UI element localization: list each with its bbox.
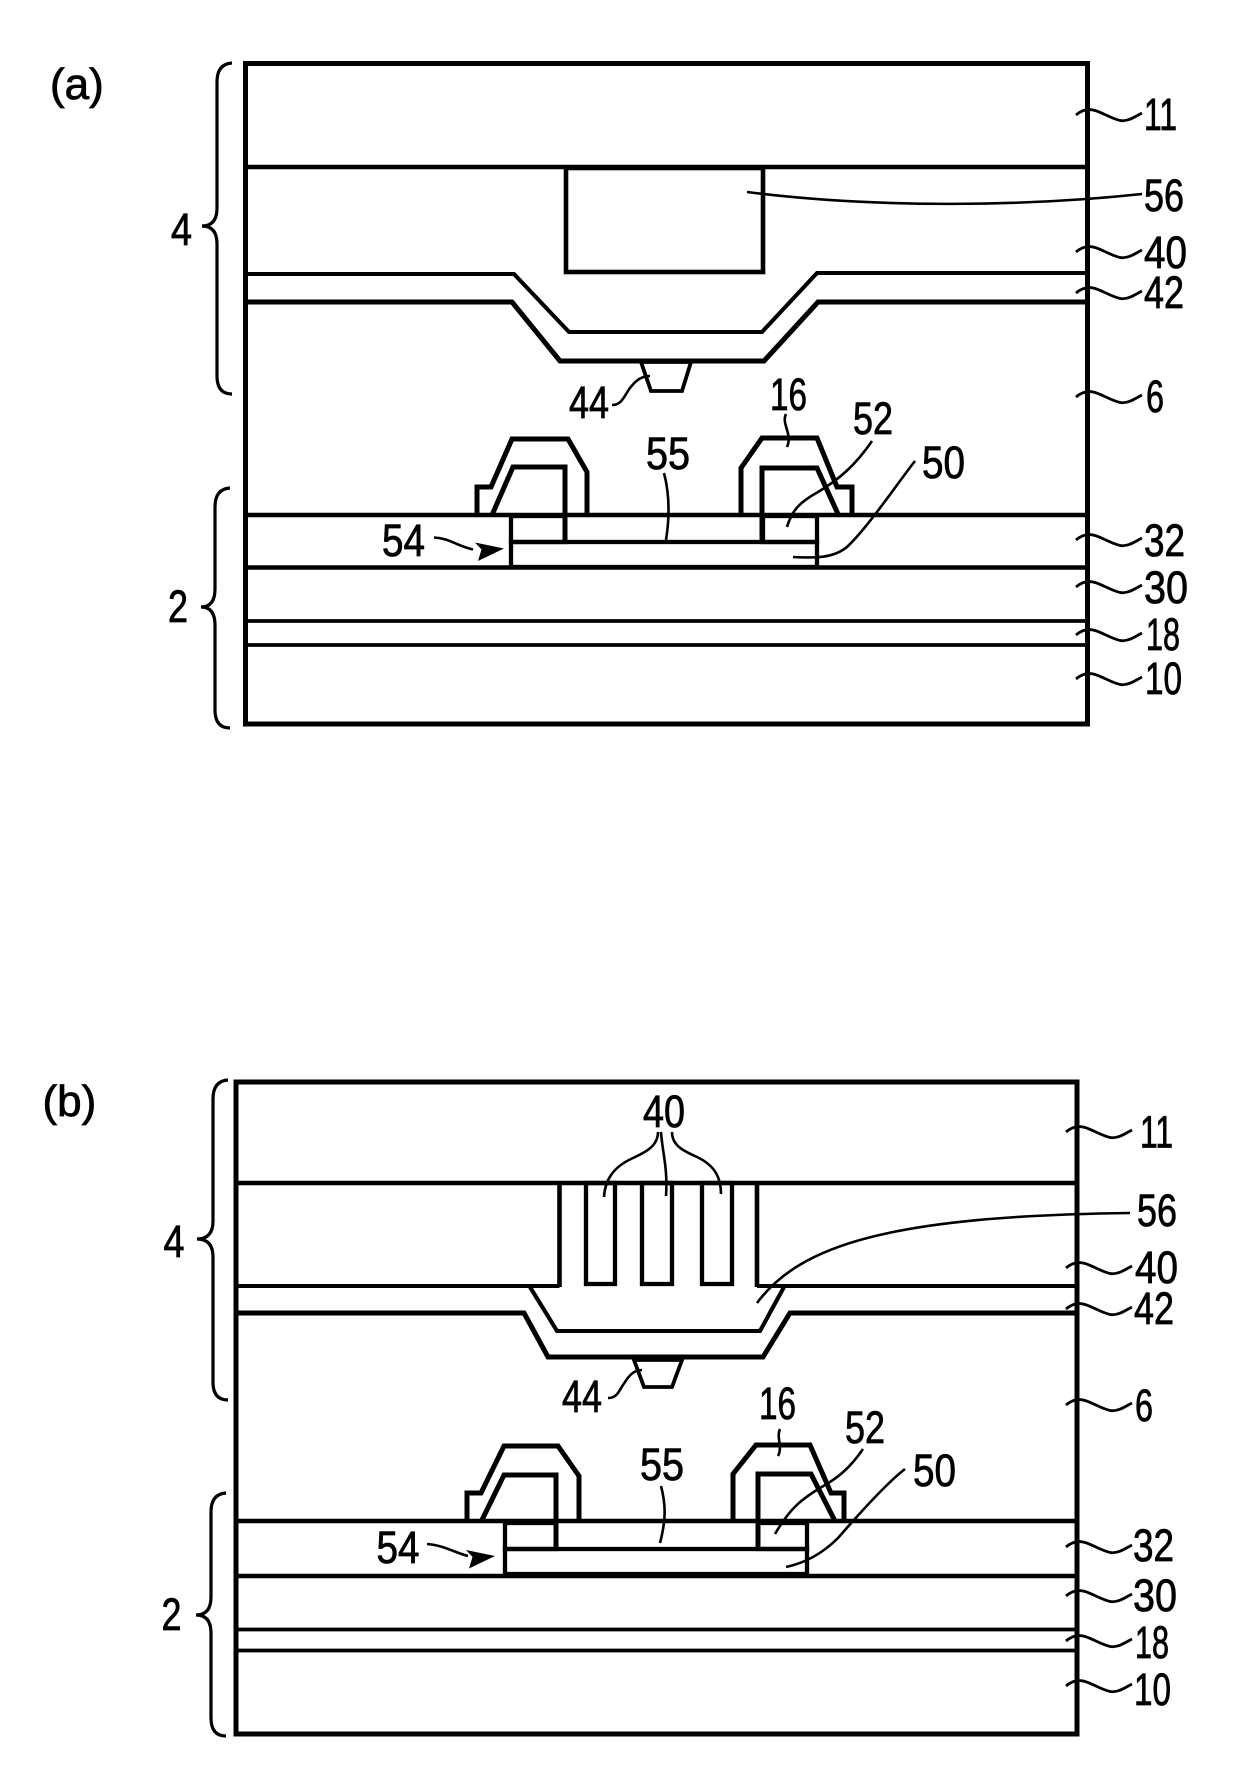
- svg-text:42: 42: [1144, 267, 1184, 318]
- svg-text:6: 6: [1135, 1380, 1153, 1431]
- svg-text:11: 11: [1140, 1107, 1173, 1158]
- svg-text:54: 54: [377, 1522, 420, 1573]
- svg-text:56: 56: [1144, 170, 1184, 221]
- svg-text:18: 18: [1146, 609, 1180, 660]
- svg-text:32: 32: [1144, 515, 1185, 566]
- svg-text:50: 50: [922, 437, 965, 488]
- svg-text:30: 30: [1133, 1570, 1177, 1621]
- svg-text:18: 18: [1135, 1617, 1169, 1668]
- svg-text:52: 52: [853, 393, 893, 444]
- svg-text:44: 44: [569, 377, 609, 428]
- svg-text:2: 2: [168, 581, 188, 632]
- svg-text:16: 16: [770, 369, 807, 420]
- svg-text:16: 16: [759, 1378, 796, 1429]
- svg-text:4: 4: [171, 204, 192, 255]
- svg-text:56: 56: [1137, 1185, 1177, 1236]
- svg-text:(a): (a): [50, 60, 104, 109]
- svg-text:10: 10: [1134, 1664, 1171, 1715]
- svg-text:50: 50: [913, 1445, 956, 1496]
- svg-text:44: 44: [562, 1371, 602, 1422]
- svg-text:54: 54: [382, 515, 425, 566]
- svg-text:42: 42: [1134, 1283, 1174, 1334]
- svg-text:(b): (b): [43, 1077, 97, 1126]
- svg-text:40: 40: [1135, 1242, 1178, 1293]
- svg-text:2: 2: [162, 1589, 182, 1640]
- svg-text:30: 30: [1144, 562, 1188, 613]
- svg-text:10: 10: [1145, 653, 1182, 704]
- svg-text:11: 11: [1144, 89, 1177, 140]
- svg-text:32: 32: [1133, 1520, 1174, 1571]
- svg-text:40: 40: [1144, 227, 1187, 278]
- svg-text:55: 55: [640, 1439, 684, 1490]
- svg-text:52: 52: [845, 1402, 885, 1453]
- svg-text:6: 6: [1146, 371, 1164, 422]
- svg-text:55: 55: [646, 428, 690, 479]
- svg-text:4: 4: [164, 1216, 185, 1267]
- svg-text:40: 40: [643, 1086, 685, 1137]
